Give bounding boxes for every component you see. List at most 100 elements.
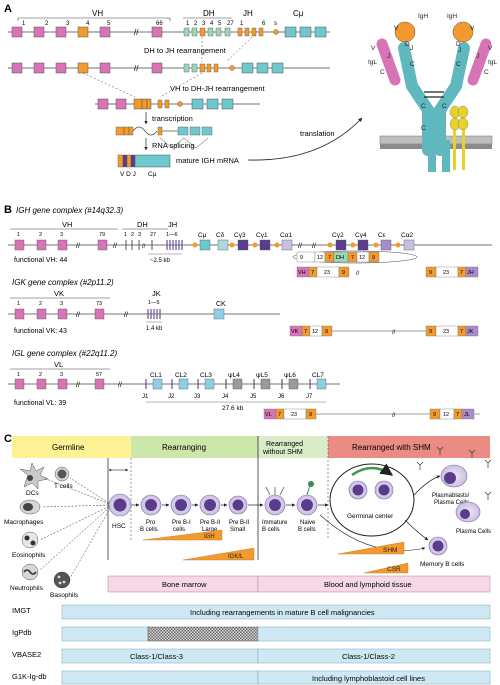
ab-label: J bbox=[476, 53, 479, 60]
svg-text://: // bbox=[142, 244, 146, 250]
db-igpdb-bar-3 bbox=[257, 626, 491, 642]
igh-vh-num: 3 bbox=[60, 232, 63, 238]
svg-text://: // bbox=[76, 382, 80, 389]
igh-vh-num: 79 bbox=[99, 232, 105, 238]
rss-label: VL bbox=[265, 412, 272, 418]
cell-dcs: DCs bbox=[26, 490, 39, 497]
igh-dist: ~2.5 kb bbox=[150, 258, 171, 264]
ab-label: D bbox=[405, 41, 410, 48]
igh-jh-nums: 1—6 bbox=[166, 232, 178, 238]
rss-label: 7 bbox=[278, 412, 281, 418]
pre-mrna bbox=[115, 126, 213, 149]
dj-rearranged-row: // bbox=[8, 62, 330, 74]
rss-label: VK bbox=[291, 329, 299, 335]
dh-num: 1 bbox=[186, 21, 190, 27]
rss-label: 7 bbox=[351, 255, 354, 261]
rss-label: 9 bbox=[429, 329, 432, 335]
ab-label: C bbox=[380, 69, 385, 76]
dh-num: 2 bbox=[194, 21, 198, 27]
igh-dh-num: 2 bbox=[131, 232, 134, 238]
igk-vk-num: 1 bbox=[17, 301, 20, 307]
igl-cl-label: CL3 bbox=[200, 372, 212, 379]
db-imgt-name: IMGT bbox=[12, 606, 31, 615]
db-imgt-bar bbox=[61, 604, 491, 620]
panel-c-label: C bbox=[4, 433, 12, 445]
ab-label: J bbox=[410, 45, 413, 52]
svg-text://: // bbox=[76, 243, 80, 250]
dh-num: 5 bbox=[218, 21, 222, 27]
rss-label: 7 bbox=[460, 329, 463, 335]
mature-igh-mrna: V D J Cμ mature IGH mRNA bbox=[117, 154, 239, 178]
igh-triangle-label: IGH bbox=[204, 534, 215, 540]
db-g1k-text: Including lymphoblastoid cell lines bbox=[312, 674, 425, 683]
ab-label: C bbox=[410, 61, 415, 68]
db-igpdb-bar-2 bbox=[147, 626, 259, 642]
stage-with-shm: Rearranged with SHM bbox=[352, 443, 431, 452]
ab-label: V bbox=[371, 45, 376, 52]
shm-triangle-label: SHM bbox=[383, 547, 397, 554]
svg-text://: // bbox=[76, 312, 80, 319]
vh-num: 66 bbox=[156, 21, 163, 27]
plasma-cells-label: Plasma Cells bbox=[456, 529, 491, 535]
stage-bar-germline bbox=[12, 436, 131, 458]
germinal-center: Germinal center bbox=[329, 463, 441, 541]
igh-constant-genes: // // Cμ Cδ Cγ3 Cγ1 Cα1 Cγ2 Cγ4 Cε Cα2 bbox=[192, 232, 415, 251]
hsc-label: HSC bbox=[112, 523, 126, 530]
igk-jk-nums: 1—5 bbox=[148, 300, 160, 306]
db-vbase2-name: VBASE2 bbox=[12, 650, 41, 659]
igkl-triangle-label: IGK/L bbox=[228, 554, 244, 560]
step-dh-jh: DH to JH rearrangement bbox=[144, 46, 227, 55]
igl-j-label: J2 bbox=[168, 394, 175, 400]
cmu-header: Cμ bbox=[293, 9, 304, 18]
stage-rearranging: Rearranging bbox=[162, 443, 206, 452]
igh-constant-label: Cγ3 bbox=[234, 232, 246, 239]
igk-vk-num: 73 bbox=[96, 301, 102, 307]
rss-label: JK bbox=[467, 329, 474, 335]
igkl-triangle bbox=[182, 547, 255, 561]
db-g1k-name: G1K-Ig-db bbox=[12, 672, 47, 681]
ab-label: C bbox=[421, 103, 426, 110]
ab-label: IgH bbox=[447, 13, 457, 20]
igk-vk-num: 3 bbox=[60, 301, 63, 307]
jh-num: 1 bbox=[240, 21, 244, 27]
rss-label: 9 bbox=[300, 255, 303, 261]
igl-j-label: J5 bbox=[250, 394, 257, 400]
igh-title: IGH gene complex (#14q32.3) bbox=[16, 206, 124, 215]
panel-a: A VH DH JH Cμ 1 2 3 4 5 66 1 2 3 4 5 27 … bbox=[4, 3, 497, 178]
igh-rss: 9 12 7 DH 7 12 9 VH 7 23 9 // 9 23 7 JH bbox=[292, 250, 479, 278]
vh-num: 4 bbox=[86, 21, 90, 27]
database-rows: IMGT Including rearrangements in mature … bbox=[12, 604, 491, 685]
ab-label: IgH bbox=[418, 13, 428, 20]
dh-num: 3 bbox=[202, 21, 206, 27]
plasma-cells: Plasmablasts/Plasma Cells Plasma Cells bbox=[416, 446, 492, 535]
db-vbase2-bar-2 bbox=[257, 648, 491, 664]
germline-row: // bbox=[8, 26, 330, 38]
igl-cl-label: CL7 bbox=[312, 372, 324, 379]
rss-label: 9 bbox=[342, 270, 345, 276]
igk-dist: 1.4 kb bbox=[146, 326, 163, 332]
igh-constant-label: Cε bbox=[378, 232, 386, 239]
stage-bar-rearranging bbox=[131, 436, 258, 458]
rss-label: 12 bbox=[359, 255, 365, 261]
igh-constant-label: Cδ bbox=[216, 232, 225, 239]
blood-tissue-bar bbox=[257, 575, 491, 593]
igl-title: IGL gene complex (#22q11.2) bbox=[12, 349, 117, 358]
dh-num: 27 bbox=[227, 21, 234, 27]
jh-header: JH bbox=[243, 9, 253, 18]
ab-label: IgL bbox=[488, 59, 497, 66]
svg-text://: // bbox=[312, 243, 316, 250]
rss-label: 23 bbox=[443, 270, 449, 276]
igl-cl-label: ψL6 bbox=[284, 372, 296, 379]
svg-text://: // bbox=[113, 243, 117, 250]
ab-label: J bbox=[458, 47, 461, 54]
ab-label: J bbox=[387, 53, 390, 60]
igk-ck: CK bbox=[216, 301, 226, 308]
ab-label: C bbox=[421, 125, 426, 132]
csr-triangle bbox=[363, 562, 409, 574]
rss-label: 9 bbox=[429, 270, 432, 276]
db-vbase2-text-2: Class-1/Class-2 bbox=[342, 652, 395, 661]
